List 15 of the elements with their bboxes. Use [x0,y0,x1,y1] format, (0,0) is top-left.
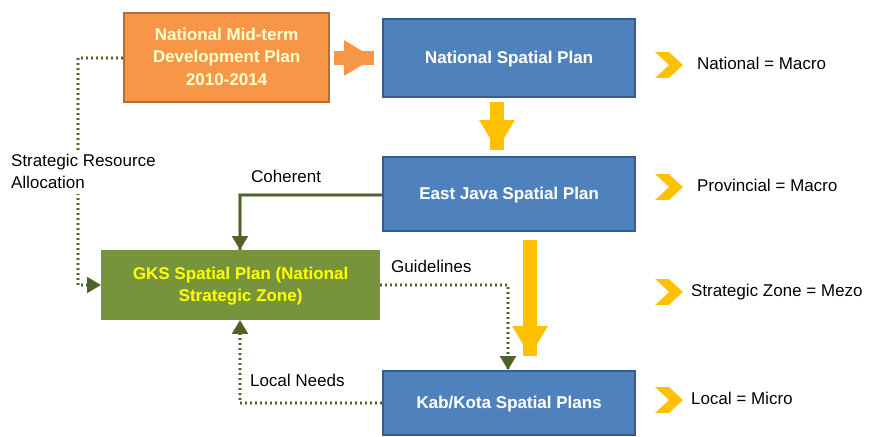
connector-arrow [232,320,382,404]
process-box: Kab/Kota Spatial Plans [382,370,636,436]
block-arrow [334,40,374,76]
level-label: National = Macro [697,54,826,74]
process-box: National Mid-term Development Plan 2010-2014 [123,12,330,103]
level-label: Local = Micro [691,389,793,409]
process-box: GKS Spatial Plan (National Strategic Zone) [101,250,380,320]
process-box: East Java Spatial Plan [382,156,636,232]
level-label: Provincial = Macro [697,176,838,196]
connector-arrow [380,284,516,370]
block-arrow [512,240,548,356]
connector-arrow [232,194,382,250]
level-label: Strategic Zone = Mezo [691,281,863,301]
process-box: National Spatial Plan [382,18,636,98]
block-arrow [479,102,515,150]
